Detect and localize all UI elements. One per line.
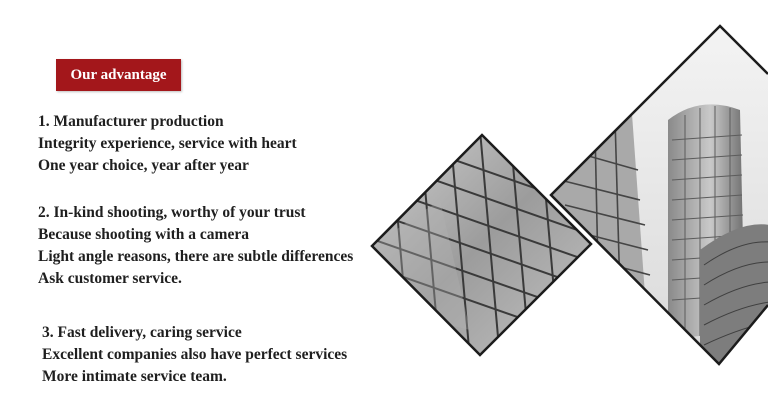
section-line: Excellent companies also have perfect se… <box>42 346 348 363</box>
section-line: One year choice, year after year <box>38 157 249 174</box>
advantage-section-3: 3. Fast delivery, caring service Excelle… <box>42 322 347 388</box>
section-line: Ask customer service. <box>38 270 182 287</box>
section-line: More intimate service team. <box>42 368 227 385</box>
section-title: 3. Fast delivery, caring service <box>42 324 242 341</box>
section-title: 1. Manufacturer production <box>38 113 224 130</box>
our-advantage-badge: Our advantage <box>56 59 181 91</box>
advantage-section-1: 1. Manufacturer production Integrity exp… <box>38 111 297 177</box>
section-line: Light angle reasons, there are subtle di… <box>38 248 354 265</box>
section-line: Integrity experience, service with heart <box>38 135 297 152</box>
skyscraper-photo <box>551 26 768 364</box>
advantage-section-2: 2. In-kind shooting, worthy of your trus… <box>38 202 353 290</box>
section-title: 2. In-kind shooting, worthy of your trus… <box>38 204 306 221</box>
section-line: Because shooting with a camera <box>38 226 249 243</box>
glass-facade-photo <box>372 135 591 355</box>
